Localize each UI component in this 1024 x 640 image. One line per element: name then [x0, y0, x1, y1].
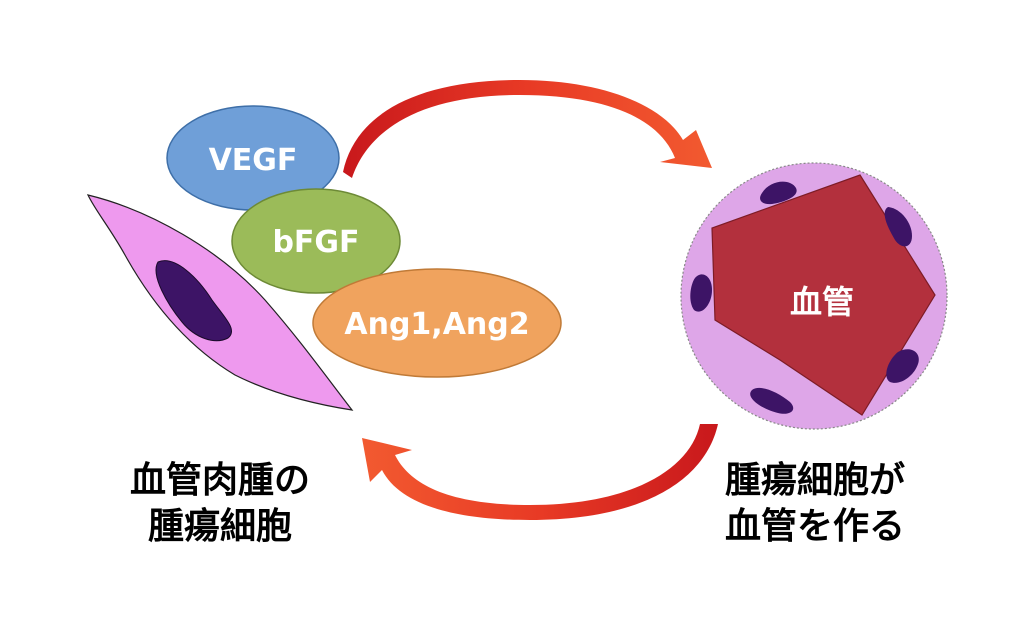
arrow-top — [343, 80, 712, 178]
tumor-cell-nucleus — [155, 260, 233, 342]
ang-label: Ang1,Ang2 — [344, 307, 529, 342]
endothelial-nucleus — [884, 207, 912, 247]
ang-oval: Ang1,Ang2 — [312, 268, 562, 378]
arrow-bottom — [362, 424, 718, 520]
endothelial-nucleus — [760, 181, 797, 205]
tumor-cell-caption-line2: 腫瘍細胞 — [147, 506, 292, 547]
vessel-formation-caption-line1: 腫瘍細胞が — [724, 460, 905, 501]
vessel-lumen — [711, 174, 936, 416]
vegf-oval: VEGF — [166, 105, 340, 211]
bfgf-oval: bFGF — [231, 188, 401, 294]
tumor-cell — [86, 194, 354, 411]
vegf-label: VEGF — [209, 143, 298, 178]
tumor-cell-body — [86, 194, 354, 411]
blood-vessel: 血管 — [680, 162, 948, 430]
vessel-formation-caption-line2: 血管を作る — [724, 506, 905, 547]
vessel-formation-caption: 腫瘍細胞が 血管を作る — [705, 458, 925, 550]
tumor-cell-caption: 血管肉腫の 腫瘍細胞 — [110, 458, 330, 550]
vessel-label: 血管 — [790, 283, 854, 321]
bfgf-label: bFGF — [272, 225, 359, 260]
endothelial-nucleus — [750, 387, 794, 414]
tumor-cell-caption-line1: 血管肉腫の — [129, 460, 310, 501]
endothelial-nucleus — [886, 349, 919, 383]
endothelial-nucleus — [690, 274, 712, 312]
